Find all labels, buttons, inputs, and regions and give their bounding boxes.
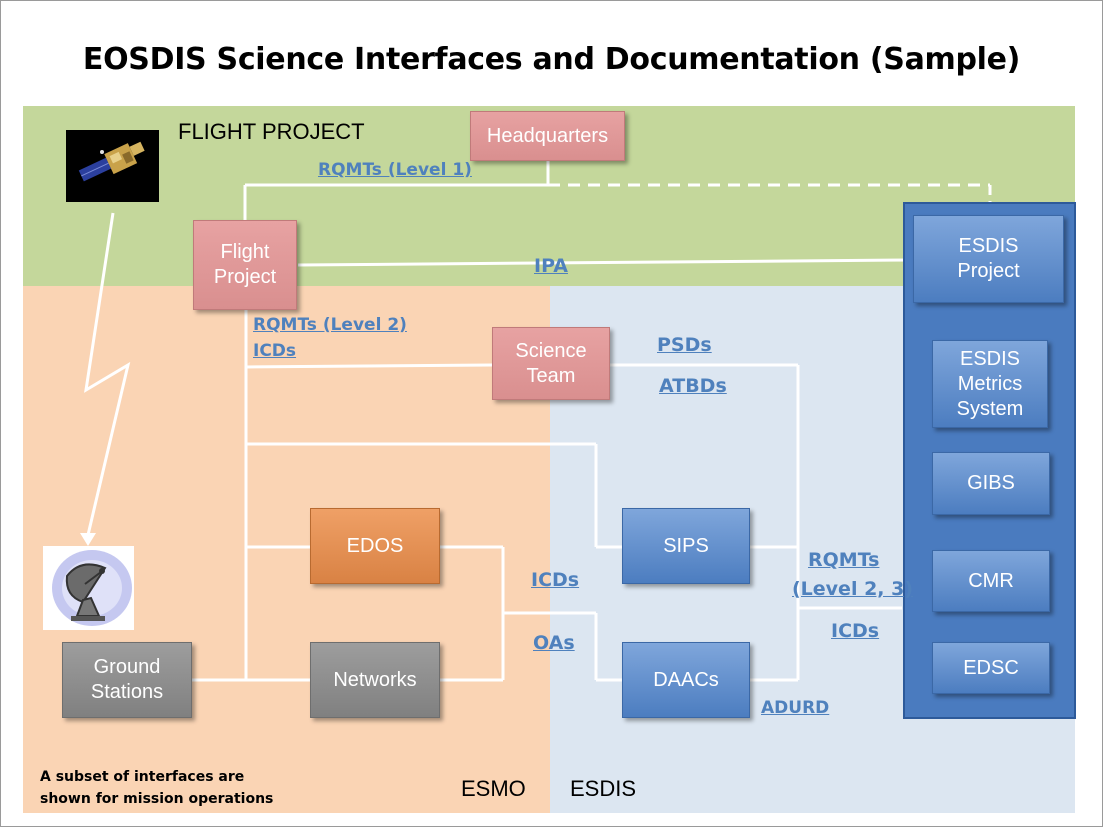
cmr-box[interactable]: CMR xyxy=(932,550,1050,612)
sips-box[interactable]: SIPS xyxy=(622,508,750,584)
rqmts-level23-link-line2[interactable]: (Level 2, 3) xyxy=(792,578,914,600)
diagram-title: EOSDIS Science Interfaces and Documentat… xyxy=(82,42,1021,77)
networks-box[interactable]: Networks xyxy=(310,642,440,718)
flight-project-label: FLIGHT PROJECT xyxy=(178,119,365,144)
ground-stations-box[interactable]: Ground Stations xyxy=(62,642,192,718)
science-team-box[interactable]: Science Team xyxy=(492,327,610,400)
esdis-label: ESDIS xyxy=(570,776,637,801)
oas-link[interactable]: OAs xyxy=(533,632,575,654)
esdis-metrics-box[interactable]: ESDIS Metrics System xyxy=(932,340,1048,428)
subset-note: A subset of interfaces are shown for mis… xyxy=(40,766,273,810)
esdis-project-box[interactable]: ESDIS Project xyxy=(913,215,1064,303)
icds-flight-link[interactable]: ICDs xyxy=(253,341,297,361)
psds-link[interactable]: PSDs xyxy=(657,334,712,356)
edos-box[interactable]: EDOS xyxy=(310,508,440,584)
atbds-link[interactable]: ATBDs xyxy=(659,375,727,397)
subset-note-line2: shown for mission operations xyxy=(40,791,274,807)
esmo-label: ESMO xyxy=(461,776,526,801)
rqmts-level1-link[interactable]: RQMTs (Level 1) xyxy=(318,160,472,180)
rqmts-level2-link[interactable]: RQMTs (Level 2) xyxy=(253,315,407,335)
subset-note-line1: A subset of interfaces are xyxy=(40,769,245,785)
satellite-icon xyxy=(66,130,159,202)
flight-project-box[interactable]: Flight Project xyxy=(193,220,297,310)
adurd-link[interactable]: ADURD xyxy=(761,698,830,718)
headquarters-box[interactable]: Headquarters xyxy=(470,111,625,161)
icds-mid-link[interactable]: ICDs xyxy=(531,569,580,591)
ipa-link[interactable]: IPA xyxy=(534,255,568,277)
gibs-box[interactable]: GIBS xyxy=(932,452,1050,515)
daacs-box[interactable]: DAACs xyxy=(622,642,750,718)
rqmts-level23-link-line1[interactable]: RQMTs xyxy=(808,549,880,571)
icds-right-link[interactable]: ICDs xyxy=(831,620,880,642)
edsc-box[interactable]: EDSC xyxy=(932,642,1050,694)
satellite-dish-icon xyxy=(43,546,134,630)
